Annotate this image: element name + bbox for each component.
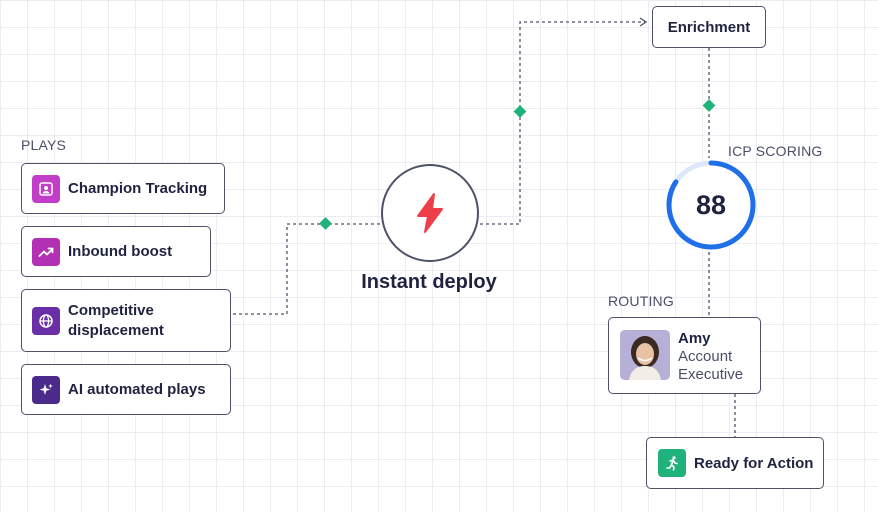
person-name: Amy [678,330,711,347]
instant-deploy-button[interactable] [381,164,479,262]
enrichment-node[interactable]: Enrichment [652,6,766,48]
connector-diamond [702,99,716,112]
icp-score-value: 88 [695,189,727,220]
connector-diamond [513,105,527,118]
play-label: Champion Tracking [68,179,208,197]
play-label: Competitive displacement [68,301,164,339]
enrichment-label: Enrichment [667,18,751,36]
person-role-line2: Executive [678,366,744,383]
ready-for-action-node[interactable]: Ready for Action [646,437,824,489]
sparkles-icon [32,375,60,404]
user-badge-icon [32,174,60,203]
icp-score-ring [666,160,756,250]
routing-title: ROUTING [608,293,674,309]
icp-scoring-title: ICP SCORING [728,143,823,159]
ready-for-action-label: Ready for Action [694,454,814,472]
connector-deploy-to-enrichment [480,21,645,225]
connector-plays-to-deploy [233,223,382,315]
play-label: AI automated plays [68,380,206,398]
plays-title: PLAYS [21,137,67,153]
globe-icon [32,306,60,335]
play-card-competitive-displacement[interactable]: Competitive displacement [21,289,231,352]
play-card-ai-automated-plays[interactable]: AI automated plays [21,364,231,415]
routing-person-card[interactable]: Amy Account Executive [608,317,761,394]
trend-up-icon [32,237,60,266]
avatar [620,330,670,380]
running-person-icon [658,449,686,477]
person-role-line1: Account [678,348,733,365]
play-label: Inbound boost [68,242,173,260]
instant-deploy-label: Instant deploy [361,271,497,293]
lightning-icon [417,193,443,233]
play-card-inbound-boost[interactable]: Inbound boost [21,226,211,277]
play-card-champion-tracking[interactable]: Champion Tracking [21,163,225,214]
arrow-head-icon [639,17,648,27]
connector-diamond [319,217,332,230]
